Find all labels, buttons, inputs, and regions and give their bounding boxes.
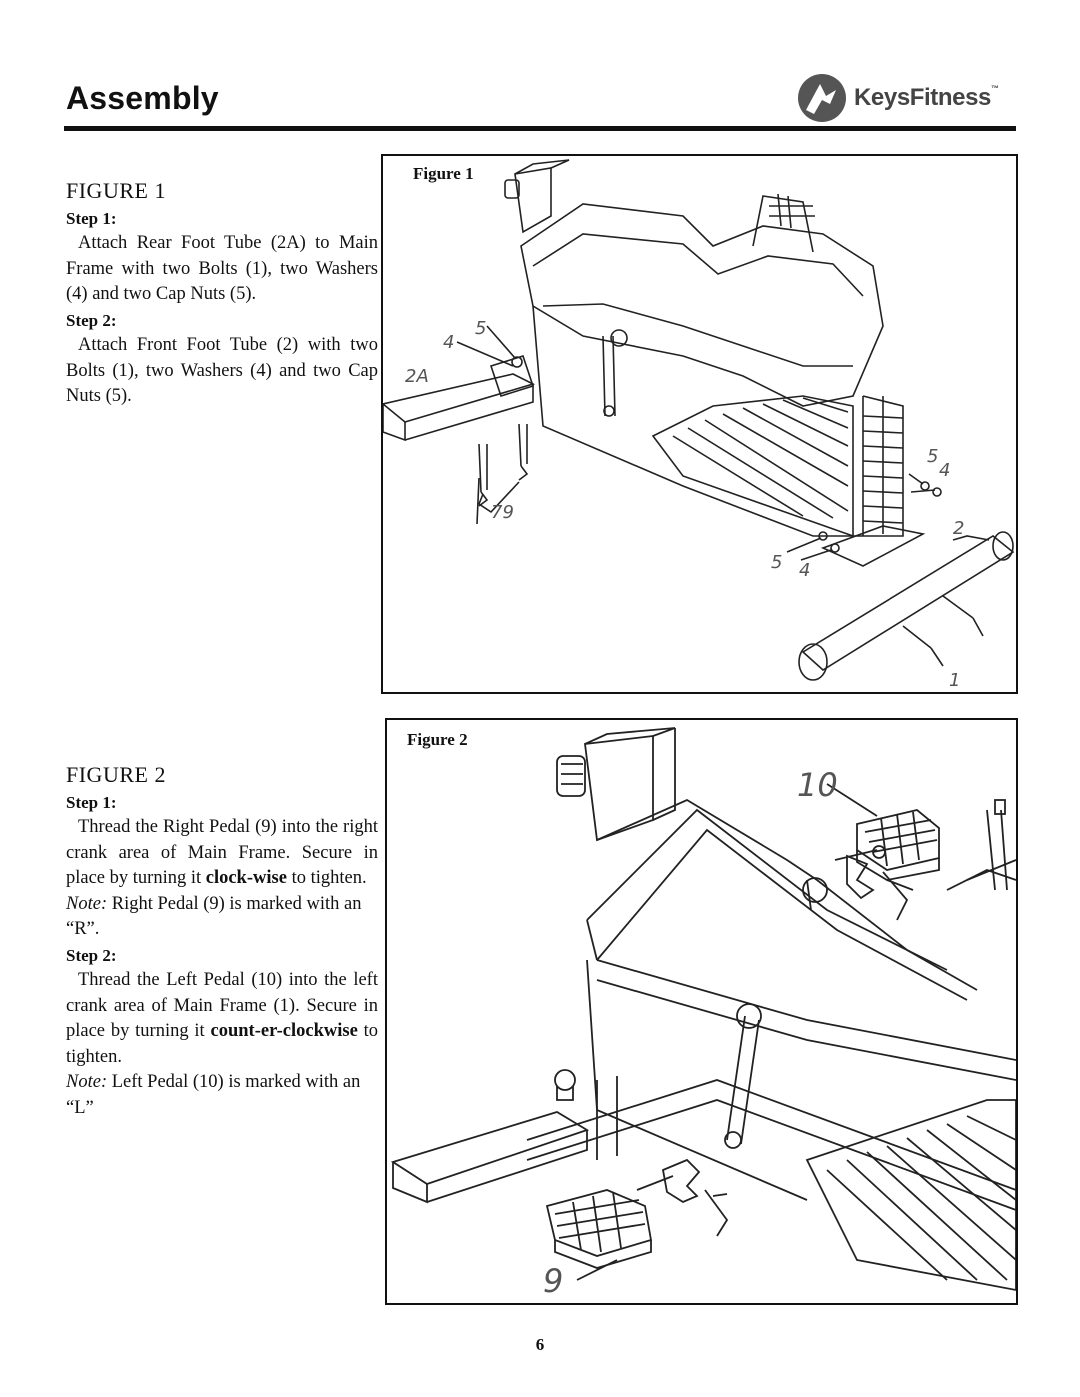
- figure1-caption: Figure 1: [413, 164, 474, 183]
- figure2-caption: Figure 2: [407, 730, 468, 749]
- figure2-callout-9: 9: [543, 1262, 563, 1300]
- figure1-instructions: FIGURE 1 Step 1: Attach Rear Foot Tube (…: [66, 178, 378, 410]
- figure1-step1-label: Step 1:: [66, 208, 117, 228]
- figure1-callout-5b: 5: [927, 446, 938, 467]
- figure1-exploded-drawing: 5 4 2A 79 5 4 2 5 4 1: [383, 159, 1015, 691]
- figure1-callout-2a: 2A: [405, 366, 429, 387]
- keys-fitness-emblem-icon: [798, 74, 846, 122]
- figure1-step1-text: Attach Rear Foot Tube (2A) to Main Frame…: [66, 233, 378, 304]
- figure2-instructions: FIGURE 2 Step 1: Thread the Right Pedal …: [66, 762, 378, 1121]
- figure1-callout-1: 1: [949, 670, 960, 691]
- figure1-box: Figure 1: [381, 154, 1018, 694]
- figure1-callout-79: 79: [491, 502, 514, 523]
- figure2-note2: Note: Left Pedal (10) is marked with an …: [66, 1072, 361, 1118]
- brand-logo-wordmark: KeysFitness™: [854, 84, 999, 111]
- figure2-note1: Note: Right Pedal (9) is marked with an …: [66, 893, 362, 940]
- figure1-step2-text: Attach Front Foot Tube (2) with two Bolt…: [66, 335, 378, 406]
- figure1-callout-4b: 4: [939, 460, 950, 481]
- figure2-box: Figure 2: [385, 718, 1018, 1305]
- page-title: Assembly: [66, 80, 219, 116]
- figure1-callout-4a: 4: [443, 332, 454, 353]
- figure2-step2-text: Thread the Left Pedal (10) into the left…: [66, 970, 379, 1067]
- figure2-callout-10: 10: [797, 766, 838, 804]
- figure1-callout-4c: 4: [799, 560, 810, 581]
- figure2-step1-label: Step 1:: [66, 792, 117, 812]
- figure2-heading: FIGURE 2: [66, 762, 166, 787]
- figure1-step2-label: Step 2:: [66, 310, 117, 330]
- page-number: 6: [535, 1335, 545, 1354]
- header-divider: [64, 126, 1016, 131]
- figure2-step1-text: Thread the Right Pedal (9) into the righ…: [66, 817, 378, 888]
- figure1-callout-5c: 5: [771, 552, 782, 573]
- figure1-heading: FIGURE 1: [66, 178, 166, 203]
- figure1-callout-2: 2: [953, 518, 964, 539]
- brand-logo: KeysFitness™: [796, 70, 1018, 126]
- figure2-step2-label: Step 2:: [66, 945, 117, 965]
- figure2-exploded-drawing: 10 9: [390, 727, 1016, 1300]
- figure1-callout-5a: 5: [475, 318, 486, 339]
